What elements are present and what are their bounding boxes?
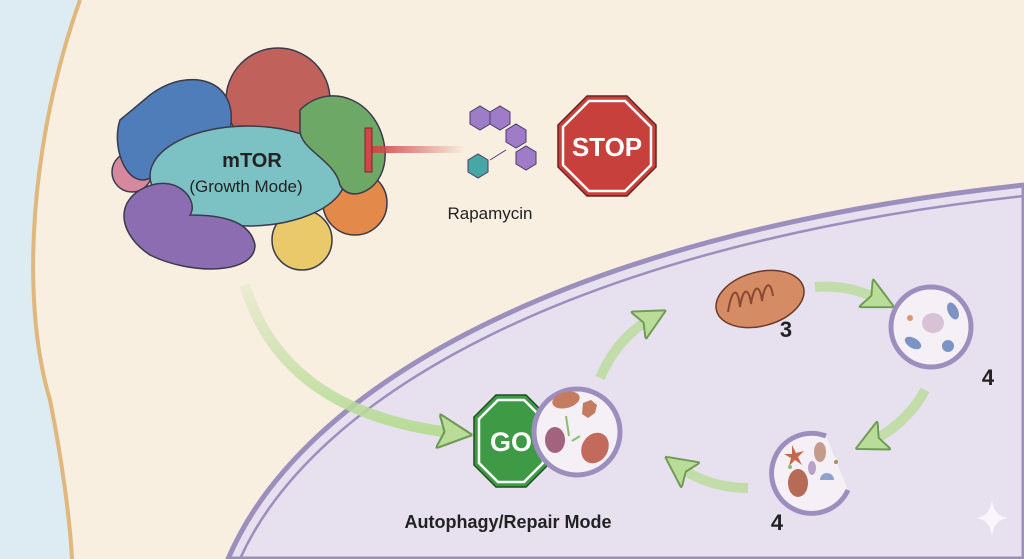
degrading-vesicle: [769, 430, 851, 516]
inhibition-bar: [364, 127, 373, 173]
arrow-vesicle-to-mito: [595, 318, 652, 381]
arrow-mtor-to-go: [239, 283, 455, 433]
go-sign-text: GO: [490, 427, 532, 457]
mtor-complex: [111, 47, 388, 271]
step-label-4-bottom: 4: [771, 510, 784, 535]
go-sign: GO: [473, 394, 549, 488]
inhibition-line: [370, 146, 465, 153]
nucleus-inner-membrane: [238, 194, 1024, 559]
autophagosome: [531, 386, 623, 478]
mode-label: Autophagy/Repair Mode: [404, 512, 611, 532]
mitochondrion: [715, 269, 805, 329]
stop-sign: STOP: [557, 95, 657, 197]
rapamycin-label: Rapamycin: [447, 204, 532, 223]
stop-sign-text: STOP: [572, 132, 642, 162]
mtor-subtitle: (Growth Mode): [189, 177, 302, 196]
step-label-4-top: 4: [982, 365, 995, 390]
rapamycin-molecule: [467, 105, 537, 179]
arrow-lysosome-to-broken: [870, 387, 930, 442]
lysosome: [888, 284, 974, 370]
cell-membrane: [31, 0, 82, 559]
sparkle-icon: [976, 500, 1008, 536]
mtor-title: mTOR: [222, 150, 282, 172]
step-label-3: 3: [780, 317, 792, 342]
arrow-mito-to-lysosome: [814, 287, 880, 300]
arrow-broken-to-vesicle: [678, 466, 749, 493]
